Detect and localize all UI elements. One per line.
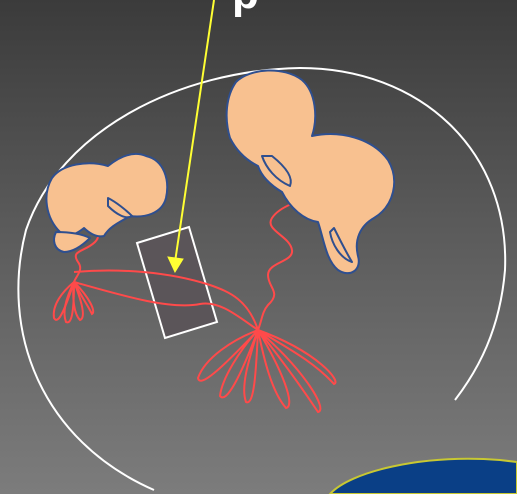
placenta-right <box>198 330 335 412</box>
fetus-right <box>227 70 395 273</box>
fetus-left <box>46 154 167 252</box>
placenta-left <box>54 282 93 322</box>
corner-disc <box>330 459 517 494</box>
